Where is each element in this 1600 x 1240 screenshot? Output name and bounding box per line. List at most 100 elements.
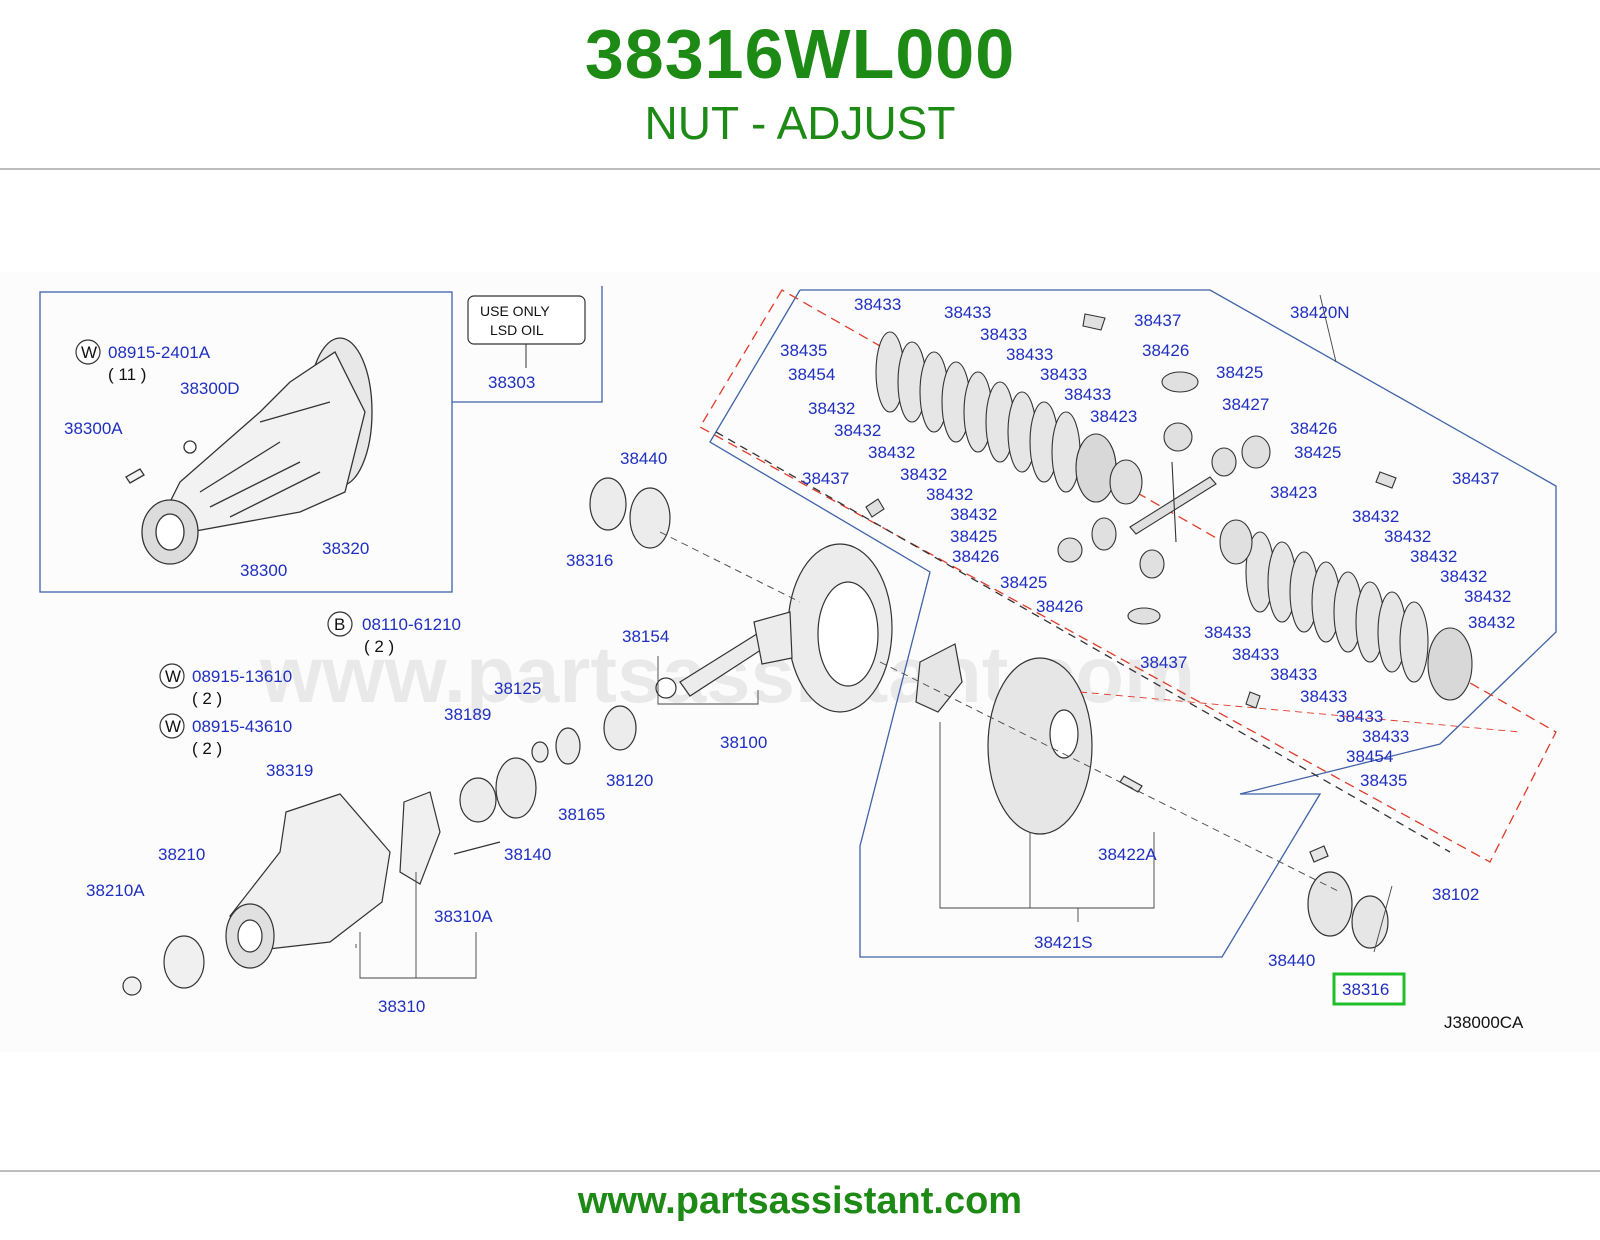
label-38433-5: 38433 xyxy=(1040,365,1087,384)
part-labels: 08915-2401A ( 11 ) 38300D 38300A 38320 3… xyxy=(64,295,1524,1032)
pinion-gears xyxy=(865,313,1397,709)
label-38432-4: 38432 xyxy=(900,465,947,484)
label-38425-3: 38425 xyxy=(1294,443,1341,462)
label-38437-2: 38437 xyxy=(1134,311,1181,330)
label-38435-2: 38435 xyxy=(1360,771,1407,790)
label-08915-43610: 08915-43610 xyxy=(192,717,292,736)
label-38433-8: 38433 xyxy=(1232,645,1279,664)
label-qty-2c: ( 2 ) xyxy=(192,739,222,758)
label-38432-12: 38432 xyxy=(1468,613,1515,632)
label-38426-2: 38426 xyxy=(1142,341,1189,360)
clutch-plate-stack-left xyxy=(875,331,1117,503)
label-38433-1: 38433 xyxy=(854,295,901,314)
label-38432-3: 38432 xyxy=(868,443,915,462)
label-38432-1: 38432 xyxy=(808,399,855,418)
label-38426-4: 38426 xyxy=(1036,597,1083,616)
label-38425-1: 38425 xyxy=(950,527,997,546)
label-38189: 38189 xyxy=(444,705,491,724)
label-08915-13610: 08915-13610 xyxy=(192,667,292,686)
label-38425-2: 38425 xyxy=(1216,363,1263,382)
note-line-1: USE ONLY xyxy=(480,303,550,319)
label-38433-6: 38433 xyxy=(1064,385,1111,404)
part-name: NUT - ADJUST xyxy=(644,97,956,149)
label-38427: 38427 xyxy=(1222,395,1269,414)
label-38165: 38165 xyxy=(558,805,605,824)
footer-url[interactable]: www.partsassistant.com xyxy=(577,1180,1023,1222)
label-38303: 38303 xyxy=(488,373,535,392)
gear-carrier-housing xyxy=(125,337,373,565)
label-38420N: 38420N xyxy=(1290,303,1350,322)
label-38310A: 38310A xyxy=(434,907,493,926)
housing-inset-connector xyxy=(452,286,603,403)
label-38300A: 38300A xyxy=(64,419,123,438)
label-38432-11: 38432 xyxy=(1464,587,1511,606)
side-bearing-and-adjust-nut xyxy=(1307,845,1389,949)
label-38310: 38310 xyxy=(378,997,425,1016)
label-qty-2a: ( 2 ) xyxy=(364,637,394,656)
diagram-code: J38000CA xyxy=(1444,1013,1524,1032)
label-38432-5: 38432 xyxy=(926,485,973,504)
label-38432-10: 38432 xyxy=(1440,567,1487,586)
label-38432-9: 38432 xyxy=(1410,547,1457,566)
badge-b: B xyxy=(334,615,345,634)
label-38440-2: 38440 xyxy=(1268,951,1315,970)
label-38422A: 38422A xyxy=(1098,845,1157,864)
ring-gear-and-pinion xyxy=(459,477,893,823)
label-08915-2401A: 08915-2401A xyxy=(108,343,211,362)
label-38433-3: 38433 xyxy=(980,325,1027,344)
page-header: 38316WL000 NUT - ADJUST xyxy=(0,0,1600,170)
label-38100: 38100 xyxy=(720,733,767,752)
label-38102: 38102 xyxy=(1432,885,1479,904)
label-38432-2: 38432 xyxy=(834,421,881,440)
label-38426-3: 38426 xyxy=(1290,419,1337,438)
badge-w-2: W xyxy=(165,667,181,686)
label-08110-61210: 08110-61210 xyxy=(362,615,461,634)
leader-lines xyxy=(355,294,1521,979)
label-38433-2: 38433 xyxy=(944,303,991,322)
label-38316-highlighted: 38316 xyxy=(1342,980,1389,999)
label-38437-1: 38437 xyxy=(802,469,849,488)
label-38433-11: 38433 xyxy=(1336,707,1383,726)
label-qty-2b: ( 2 ) xyxy=(192,689,222,708)
label-38300: 38300 xyxy=(240,561,287,580)
fastener-badges: W B W W xyxy=(75,339,353,739)
label-38437-3: 38437 xyxy=(1452,469,1499,488)
label-38433-9: 38433 xyxy=(1270,665,1317,684)
badge-w-1: W xyxy=(81,343,97,362)
label-38319: 38319 xyxy=(266,761,313,780)
label-38432-6: 38432 xyxy=(950,505,997,524)
label-38433-7: 38433 xyxy=(1204,623,1251,642)
label-38210: 38210 xyxy=(158,845,205,864)
label-qty-11: ( 11 ) xyxy=(108,365,146,384)
exploded-parts-diagram: www.partsassistant.com USE ONLY LSD OIL xyxy=(0,272,1600,1052)
lsd-oil-note: USE ONLY LSD OIL xyxy=(467,295,586,368)
differential-case xyxy=(915,643,1143,835)
label-38300D: 38300D xyxy=(180,379,240,398)
label-38210A: 38210A xyxy=(86,881,145,900)
label-38454: 38454 xyxy=(788,365,835,384)
label-38435: 38435 xyxy=(780,341,827,360)
label-38432-8: 38432 xyxy=(1384,527,1431,546)
label-38433-4: 38433 xyxy=(1006,345,1053,364)
label-38154: 38154 xyxy=(622,627,669,646)
badge-w-3: W xyxy=(165,717,181,736)
label-38120: 38120 xyxy=(606,771,653,790)
note-line-2: LSD OIL xyxy=(490,322,544,338)
label-38316: 38316 xyxy=(566,551,613,570)
housing-inset-frame xyxy=(39,291,453,593)
label-38432-7: 38432 xyxy=(1352,507,1399,526)
label-38423-2: 38423 xyxy=(1270,483,1317,502)
label-38440: 38440 xyxy=(620,449,667,468)
header-divider xyxy=(0,168,1600,170)
footer-divider xyxy=(0,1170,1600,1172)
label-38433-10: 38433 xyxy=(1300,687,1347,706)
part-number: 38316WL000 xyxy=(584,15,1016,93)
highlight-box xyxy=(1332,972,1406,1006)
label-38125: 38125 xyxy=(494,679,541,698)
label-38425-4: 38425 xyxy=(1000,573,1047,592)
clutch-plate-stack-right xyxy=(1245,531,1473,701)
label-38320: 38320 xyxy=(322,539,369,558)
label-38454-2: 38454 xyxy=(1346,747,1393,766)
label-38437-4: 38437 xyxy=(1140,653,1187,672)
label-38433-12: 38433 xyxy=(1362,727,1409,746)
